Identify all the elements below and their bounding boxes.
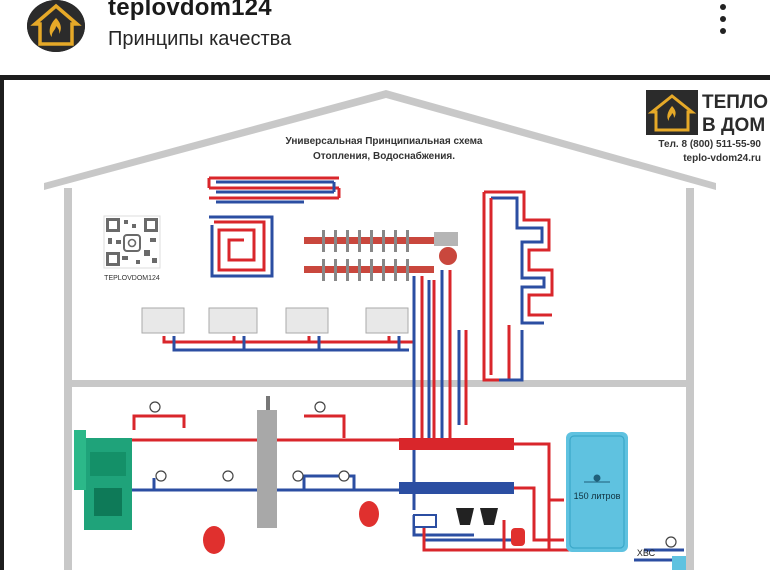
- water-filters: [413, 508, 686, 570]
- qr-caption: TEPLOVDOM124: [104, 275, 160, 282]
- heating-scheme-diagram: Универсальная Принципиальная схема Отопл…: [44, 90, 768, 570]
- logo-text-line2: В ДОМ: [702, 115, 765, 136]
- qr-code: [103, 215, 161, 269]
- logo-text-line1: ТЕПЛО: [702, 92, 768, 113]
- hydraulic-separator: [257, 396, 277, 528]
- post-image-frame: Универсальная Принципиальная схема Отопл…: [0, 75, 770, 570]
- company-logo: ТЕПЛО В ДОМ: [646, 90, 768, 136]
- hws-label: ХВС: [637, 548, 656, 558]
- radiators: [141, 307, 409, 334]
- distribution-comb: [399, 438, 514, 494]
- water-heater-tank: [566, 432, 628, 552]
- pressure-gauges: [149, 401, 677, 548]
- more-vertical-icon[interactable]: [710, 4, 736, 44]
- boiler: [74, 430, 132, 530]
- house-flame-logo-icon: [27, 0, 85, 52]
- floor-heating-loops: [207, 176, 554, 325]
- username[interactable]: teplovdom124: [108, 0, 272, 21]
- avatar[interactable]: [27, 0, 85, 52]
- post-image[interactable]: Универсальная Принципиальная схема Отопл…: [4, 80, 770, 570]
- tank-label: 150 литров: [574, 491, 621, 501]
- post-header: teplovdom124 Принципы качества: [0, 0, 770, 75]
- scheme-title-line2: Отопления, Водоснабжения.: [313, 150, 455, 162]
- manifold: [304, 230, 458, 281]
- post-subtitle[interactable]: Принципы качества: [108, 28, 292, 50]
- scheme-title-line1: Универсальная Принципиальная схема: [286, 136, 483, 147]
- house-outline: [44, 90, 716, 570]
- company-phone: Тел. 8 (800) 511-55-90: [658, 139, 761, 150]
- expansion-tanks: [203, 501, 525, 554]
- upper-floor-pipes: [162, 192, 524, 510]
- company-site: teplo-vdom24.ru: [683, 153, 761, 164]
